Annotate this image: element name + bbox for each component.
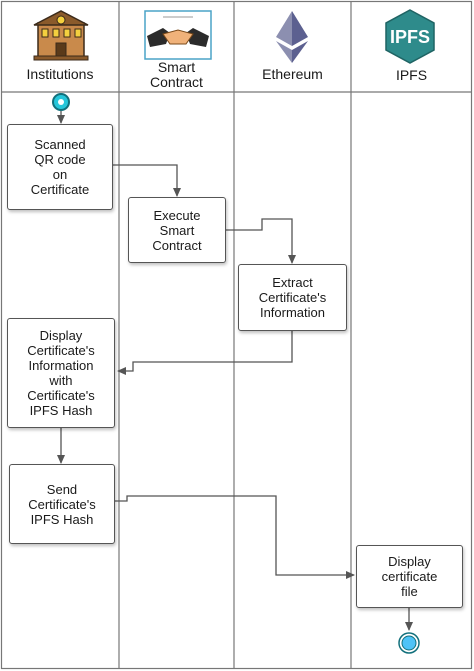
step-send-ipfs-hash: Send Certificate's IPFS Hash [9, 464, 115, 544]
institution-building-icon [33, 10, 89, 61]
ethereum-logo-icon [276, 11, 308, 63]
start-node [52, 93, 70, 111]
handshake-contract-icon [144, 10, 212, 60]
lane-title-ethereum: Ethereum [262, 66, 323, 82]
step-execute-smart-contract: Execute Smart Contract [128, 197, 226, 263]
step-display-certificate-file: Display certificate file [356, 545, 463, 608]
ipfs-logo-text: IPFS [390, 27, 430, 47]
arrow-send-to-display-file [115, 495, 355, 579]
arrow-extract-to-display-info [117, 331, 293, 375]
arrow-scan-to-execute [113, 164, 181, 197]
step-display-information: Display Certificate's Information with C… [7, 318, 115, 428]
lane-title-ipfs: IPFS [395, 67, 428, 83]
ipfs-logo-icon: IPFS [385, 9, 435, 64]
lane-title-smart-contract: Smart Contract [150, 59, 203, 90]
lane-title-institutions: Institutions [26, 66, 94, 82]
end-node [398, 632, 420, 654]
step-extract-information: Extract Certificate's Information [238, 264, 347, 331]
step-scan-qr-code: Scanned QR code on Certificate [7, 124, 113, 210]
arrow-execute-to-extract [226, 218, 296, 264]
